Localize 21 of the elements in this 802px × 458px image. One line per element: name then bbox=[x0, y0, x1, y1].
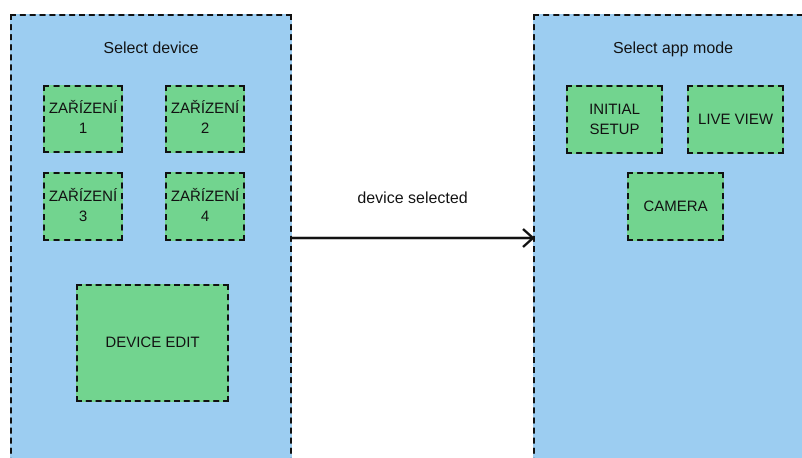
option-box bbox=[43, 85, 123, 153]
option-box bbox=[687, 85, 784, 154]
option-label: ZAŘÍZENÍ 3 bbox=[48, 186, 118, 226]
screen-panel bbox=[533, 14, 802, 458]
panel-title: Select device bbox=[102, 40, 200, 58]
option-label: DEVICE EDIT bbox=[104, 333, 201, 353]
panel-title: Select app mode bbox=[612, 40, 734, 58]
option-box bbox=[627, 172, 724, 241]
option-box bbox=[165, 172, 245, 241]
screen-panel bbox=[10, 14, 292, 458]
option-label: LIVE VIEW bbox=[696, 110, 774, 130]
arrow bbox=[292, 228, 534, 248]
option-label: ZAŘÍZENÍ 2 bbox=[170, 99, 240, 139]
option-label: ZAŘÍZENÍ 1 bbox=[48, 99, 118, 139]
option-label: CAMERA bbox=[642, 196, 709, 216]
option-label: ZAŘÍZENÍ 4 bbox=[170, 186, 240, 226]
option-box bbox=[76, 284, 229, 402]
option-label: INITIAL SETUP bbox=[588, 100, 641, 140]
option-box bbox=[566, 85, 663, 154]
option-box bbox=[165, 85, 245, 153]
option-box bbox=[43, 172, 123, 241]
